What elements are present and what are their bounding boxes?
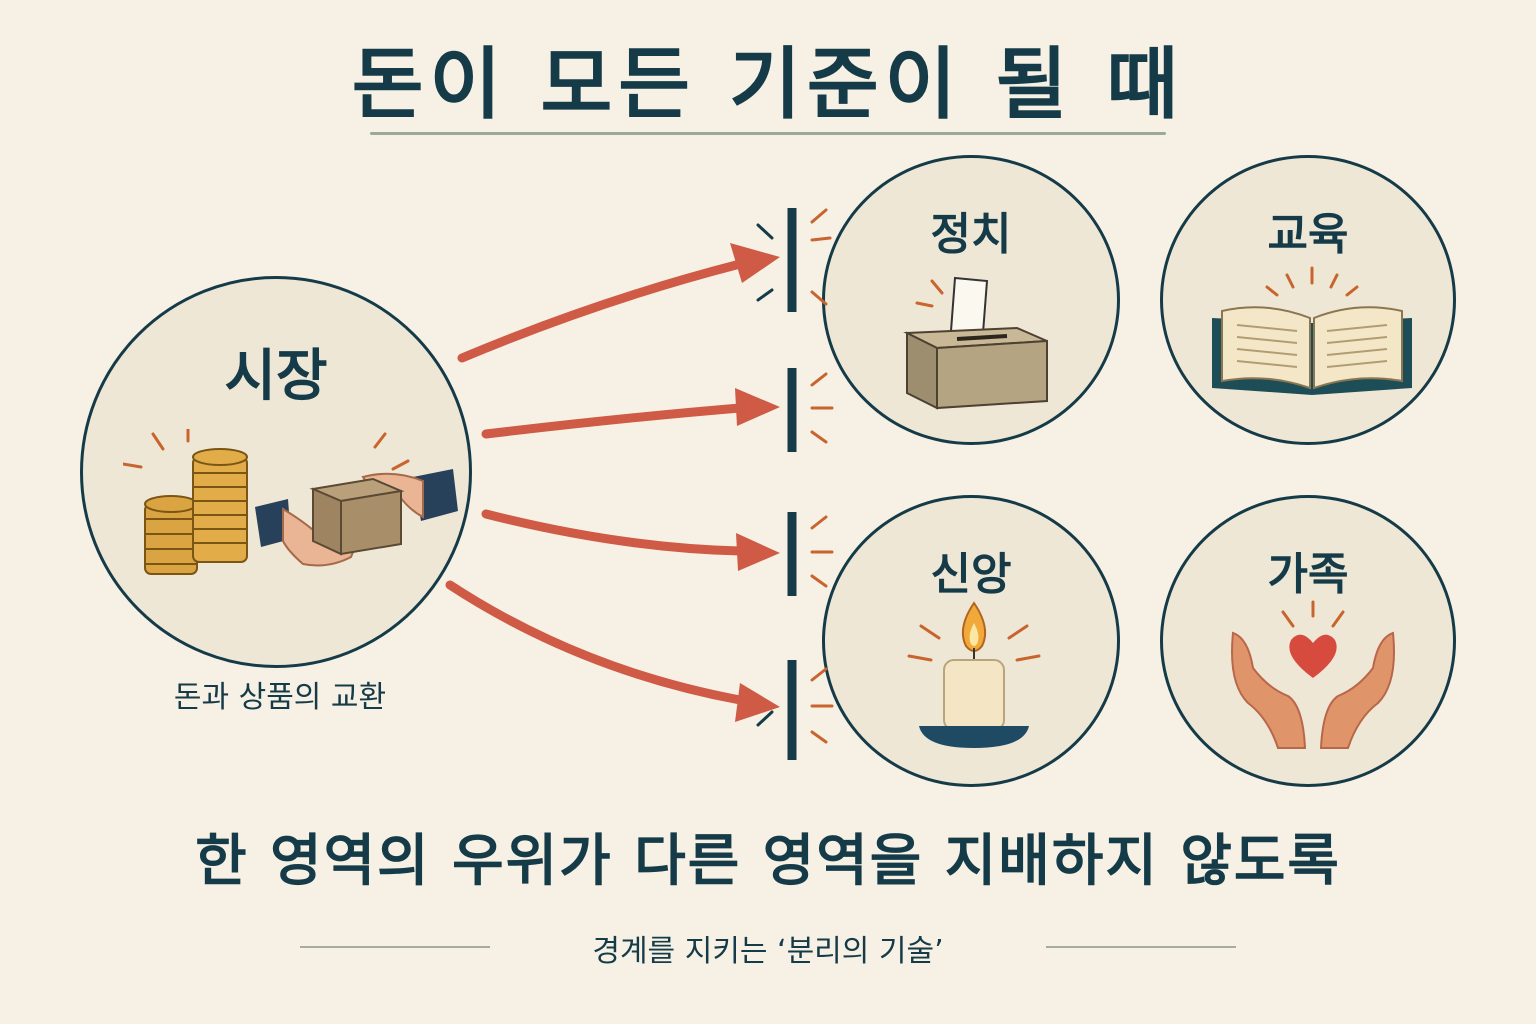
arrow-family: [445, 580, 745, 705]
hands-heart-icon: [1231, 600, 1395, 749]
arrowhead-1: [730, 243, 780, 283]
arrow-politics-2: [481, 403, 745, 439]
sphere-politics: 정치: [822, 155, 1120, 445]
subtitle-rule-right: [1046, 946, 1236, 948]
arrowhead-3: [736, 533, 780, 571]
bottom-headline: 한 영역의 우위가 다른 영역을 지배하지 않도록: [195, 829, 1341, 894]
sphere-label-education: 교육: [1267, 209, 1349, 260]
arrowhead-2: [735, 388, 780, 426]
arrow-faith: [481, 509, 745, 556]
candle-icon: [907, 601, 1041, 748]
market-circle: 시장: [80, 276, 472, 668]
subtitle-row: 경계를 지키는 ‘분리의 기술’: [300, 922, 1236, 972]
coins-handshake-icon: [123, 429, 458, 575]
market-caption: 돈과 상품의 교환: [173, 680, 387, 715]
sphere-label-faith: 신앙: [930, 549, 1012, 600]
sphere-label-politics: 정치: [930, 209, 1012, 260]
arrowhead-4: [735, 683, 780, 722]
market-label: 시장: [224, 344, 328, 409]
open-book-icon: [1212, 266, 1412, 395]
page-title: 돈이 모든 기준이 될 때: [351, 40, 1185, 130]
sphere-faith: 신앙: [822, 495, 1120, 787]
sphere-label-family: 가족: [1267, 549, 1349, 600]
sphere-family: 가족: [1160, 495, 1456, 787]
arrow-politics: [457, 259, 745, 363]
title-divider: [370, 132, 1166, 135]
sphere-education: 교육: [1160, 155, 1456, 445]
ballot-box-icon: [903, 276, 1048, 410]
subtitle-rule-left: [300, 946, 490, 948]
bottom-subtitle: 경계를 지키는 ‘분리의 기술’: [592, 934, 944, 969]
